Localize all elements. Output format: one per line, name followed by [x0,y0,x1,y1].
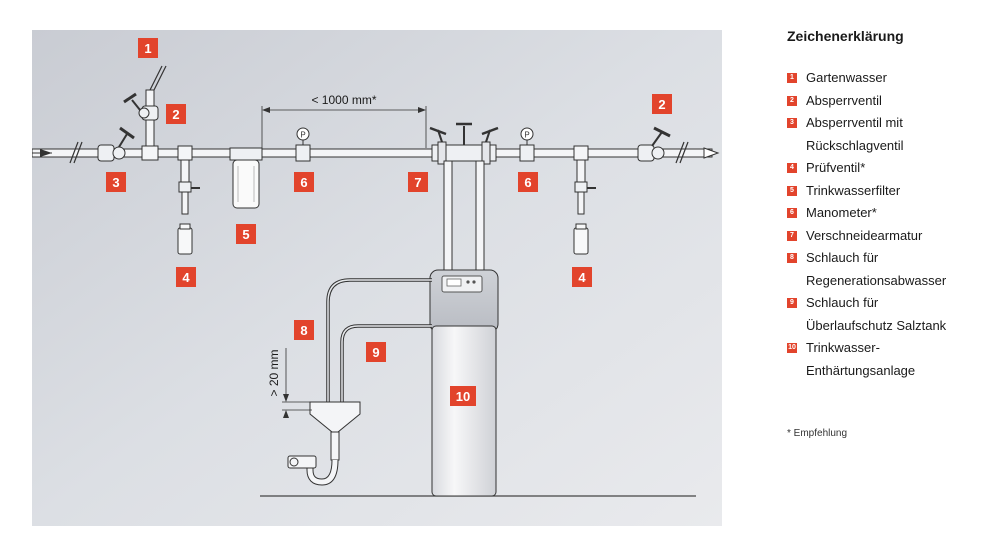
dimension-vertical [282,348,358,418]
legend-number-badge: 10 [787,343,797,353]
right-test-valve [573,145,596,255]
callout-7: 7 [408,172,428,192]
callout-2-left: 2 [166,104,186,124]
callout-9: 9 [366,342,386,362]
garden-water-riser [123,65,167,161]
legend-label: Manometer* [806,205,877,220]
svg-text:6: 6 [300,175,307,190]
svg-text:10: 10 [456,389,470,404]
legend-item: 2 Absperrventil [787,90,992,113]
callout-3: 3 [106,172,126,192]
svg-text:2: 2 [172,107,179,122]
footnote: * Empfehlung [787,428,848,439]
legend-list: 1 Gartenwasser 2 Absperrventil 3 Absperrventi… [787,67,992,382]
legend-number-badge: 1 [787,73,797,83]
water-softener [429,269,499,497]
svg-text:4: 4 [578,270,586,285]
legend-item: 5 Trinkwasserfilter [787,180,992,203]
callout-6-left: 6 [294,172,314,192]
left-manometer-symbol: P [300,131,305,140]
legend-number-badge: 9 [787,298,797,308]
svg-text:4: 4 [182,270,190,285]
callout-8: 8 [294,320,314,340]
svg-text:7: 7 [414,175,421,190]
callout-2-right: 2 [652,94,672,114]
svg-text:9: 9 [372,345,379,360]
svg-text:6: 6 [524,175,531,190]
right-manometer: P [519,127,535,162]
callout-5: 5 [236,224,256,244]
legend-number-badge: 3 [787,118,797,128]
dimension-horizontal [261,106,427,148]
legend-item: 7 Verschneidearmatur [787,225,992,248]
legend-number-badge: 2 [787,95,797,106]
legend-item: 1 Gartenwasser [787,67,992,90]
callout-6-right: 6 [518,172,538,192]
left-test-valve [177,145,200,255]
legend-item: 3 Absperrventil mit Rückschlagventil [787,112,992,157]
legend-label: Trinkwasser- Enthärtungsanlage [806,340,916,378]
svg-text:1: 1 [144,41,151,56]
legend-item: 4 Prüfventil* [787,157,992,180]
legend-item: 10 Trinkwasser- Enthärtungsanlage [787,337,992,382]
legend-item: 6 Manometer* [787,202,992,225]
svg-text:2: 2 [658,97,665,112]
main-pipe [32,141,720,164]
right-manometer-symbol: P [524,131,529,140]
legend-label: Schlauch für Regenerationsabwasser [806,250,947,288]
legend-label: Absperrventil [806,92,882,108]
svg-text:5: 5 [242,227,249,242]
callout-4-right: 4 [572,267,592,287]
legend-number-badge: 7 [787,230,797,241]
right-shutoff-valve [637,126,671,162]
legend-label: Verschneidearmatur [806,227,923,243]
svg-text:3: 3 [112,175,119,190]
callout-4-left: 4 [176,267,196,287]
legend-number-badge: 5 [787,185,797,196]
legend-label: Schlauch für Überlaufschutz Salztank [806,295,947,333]
shutoff-check-valve [97,126,135,162]
legend-label: Gartenwasser [806,70,887,85]
installation-diagram: P < 1000 mm* P [32,30,722,526]
callout-10: 10 [450,386,476,406]
legend-item: 9 Schlauch für Überlaufschutz Salztank [787,292,992,337]
drinking-water-filter [229,147,263,209]
svg-text:8: 8 [300,323,307,338]
legend-number-badge: 6 [787,208,797,218]
left-manometer: P [295,127,311,162]
dimension-vertical-label: > 20 mm [267,349,281,396]
legend-number-badge: 8 [787,253,797,263]
legend-label: Absperrventil mit Rückschlagventil [806,115,904,153]
legend-item: 8 Schlauch für Regenerationsabwasser [787,247,992,292]
callout-1: 1 [138,38,158,58]
legend-label: Prüfventil* [806,160,866,175]
dimension-horizontal-label: < 1000 mm* [311,93,376,107]
drain-funnel [287,401,361,486]
legend-number-badge: 4 [787,163,797,173]
legend-label: Trinkwasserfilter [806,182,901,198]
legend-title: Zeichenerklärung [787,28,904,44]
